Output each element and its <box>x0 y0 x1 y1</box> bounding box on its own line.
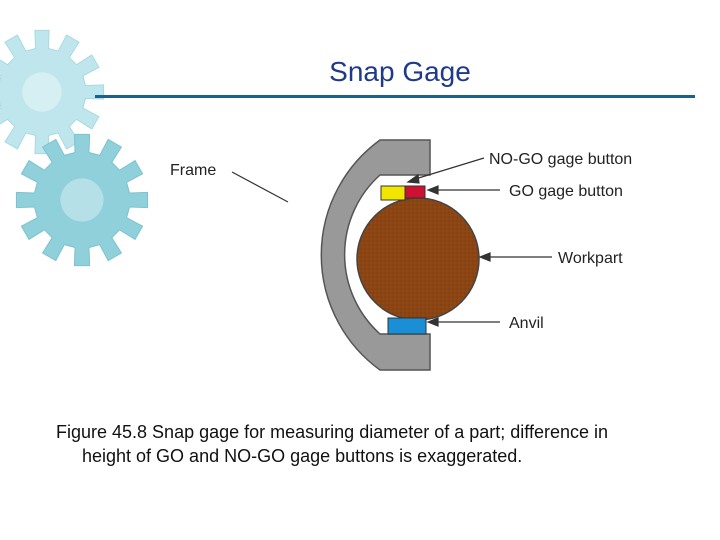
anvil-arrowhead <box>426 317 439 327</box>
go-button-label: GO gage button <box>509 183 623 200</box>
nogo-gage-button <box>404 185 426 199</box>
frame-leader <box>231 171 289 203</box>
gear-body <box>15 133 149 267</box>
go-gage-button <box>380 185 406 201</box>
workpart-arrowhead <box>478 252 491 262</box>
frame-label: Frame <box>170 162 216 179</box>
anvil-label: Anvil <box>509 315 544 332</box>
gear-decoration <box>0 29 149 267</box>
caption-line-1: Figure 45.8 Snap gage for measuring diam… <box>56 422 608 442</box>
anvil <box>387 317 427 335</box>
nogo-button-label: NO-GO gage button <box>489 151 632 168</box>
title-divider <box>95 95 695 98</box>
page-title: Snap Gage <box>329 56 471 87</box>
nogo-arrowhead <box>406 173 420 184</box>
nogo-leader <box>411 157 485 181</box>
workpart-label: Workpart <box>558 250 623 267</box>
gear-hub <box>60 178 104 222</box>
gear-icon <box>15 133 149 267</box>
go-arrowhead <box>426 185 439 195</box>
gear-hub <box>22 72 62 112</box>
figure-caption: Figure 45.8 Snap gage for measuring diam… <box>56 420 696 468</box>
caption-line-2: height of GO and NO‑GO gage buttons is e… <box>82 446 523 466</box>
frame <box>320 139 431 371</box>
workpart <box>356 197 480 321</box>
